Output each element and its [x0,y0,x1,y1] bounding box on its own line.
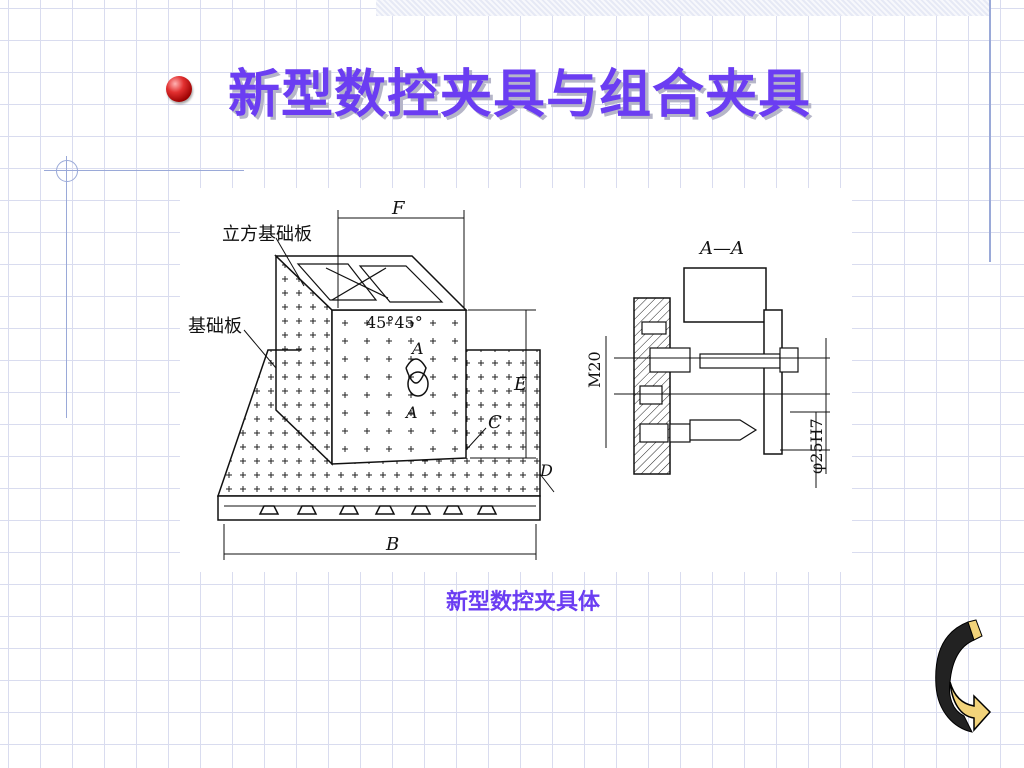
cube-plate [274,254,468,466]
top-decorative-band [376,0,990,16]
section-view [605,267,830,488]
label-angle: 45°45° [366,313,423,332]
label-dim-b: B [385,534,399,555]
label-bore: φ25H7 [807,418,826,474]
bullet-icon [166,76,192,102]
label-section-title: A—A [698,238,744,259]
label-cube-plate: 立方基础板 [222,224,312,245]
decorative-horizontal-line [44,170,244,171]
decorative-circle [56,160,78,182]
fixture-figure: 立方基础板 基础板 F E C D B 45°45° A A A—A M20 φ… [180,188,852,572]
label-dim-c: C [488,412,502,433]
label-dim-d: D [539,461,553,480]
label-thread: M20 [585,351,604,388]
slide-title: 新型数控夹具与组合夹具 [228,65,812,125]
return-arrow-icon[interactable] [928,616,992,740]
decorative-vertical-line [989,0,991,262]
label-dim-f: F [391,198,406,219]
figure-caption: 新型数控夹具体 [446,590,601,615]
label-a-top: A [410,339,424,358]
label-dim-e: E [513,374,527,395]
fixture-drawing: 立方基础板 基础板 F E C D B 45°45° A A A—A M20 φ… [188,198,830,560]
decorative-left-line [66,156,67,418]
label-a-bottom: A [404,403,418,422]
label-base-plate: 基础板 [188,316,242,337]
